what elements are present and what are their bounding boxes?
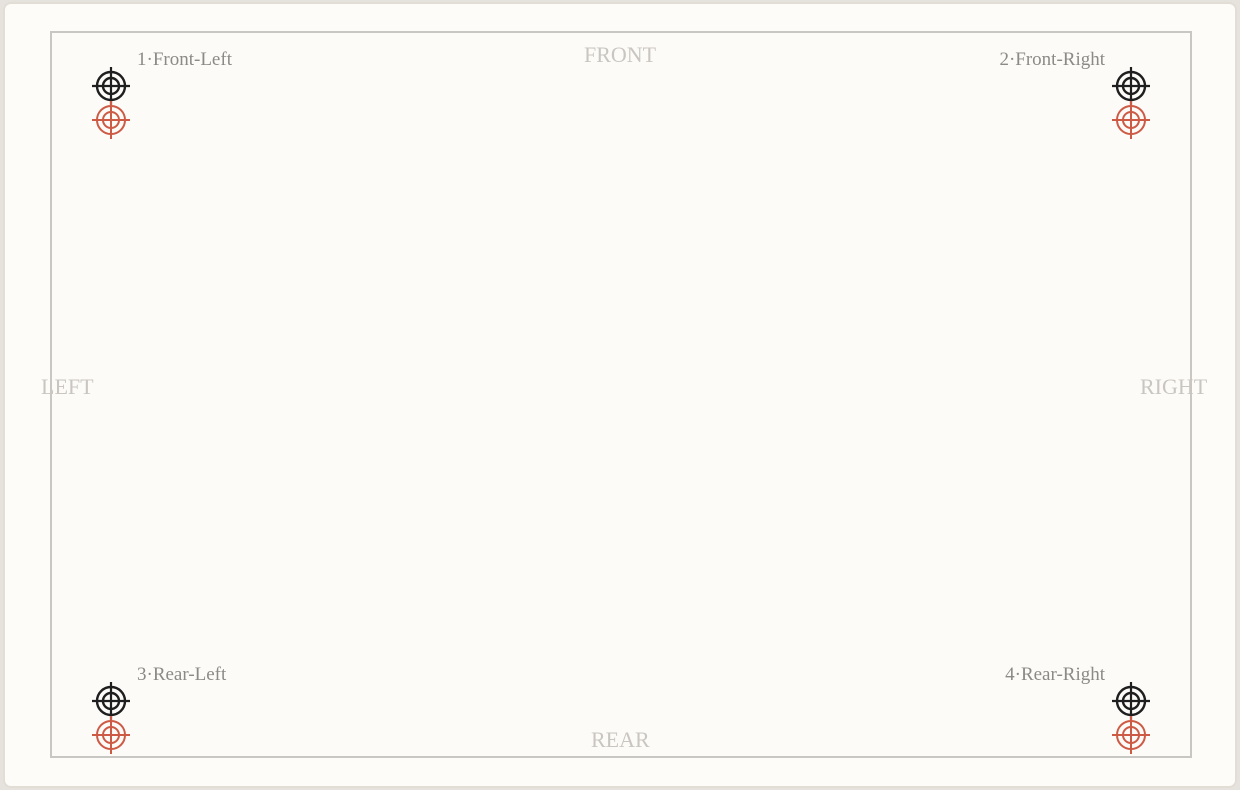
bed-area bbox=[50, 31, 1192, 758]
side-label-left: LEFT bbox=[41, 374, 94, 399]
crosshair-target-icon-svg bbox=[92, 682, 130, 720]
crosshair-target-icon[interactable] bbox=[1111, 715, 1151, 755]
crosshair-target-icon[interactable] bbox=[91, 100, 131, 140]
side-label-rear: REAR bbox=[591, 727, 650, 752]
crosshair-target-icon-svg bbox=[1112, 716, 1150, 754]
crosshair-target-icon-svg bbox=[1112, 67, 1150, 105]
corner-label-front-right: 2·Front-Right bbox=[999, 49, 1105, 70]
crosshair-target-icon[interactable] bbox=[1111, 100, 1151, 140]
crosshair-target-icon[interactable] bbox=[91, 715, 131, 755]
crosshair-target-icon-svg bbox=[1112, 101, 1150, 139]
crosshair-target-icon[interactable] bbox=[91, 66, 131, 106]
corner-label-front-left: 1·Front-Left bbox=[137, 49, 232, 70]
side-label-right: RIGHT bbox=[1140, 374, 1208, 399]
crosshair-target-icon-svg bbox=[92, 716, 130, 754]
crosshair-target-icon[interactable] bbox=[1111, 681, 1151, 721]
side-label-front: FRONT bbox=[584, 42, 657, 67]
crosshair-target-icon-svg bbox=[1112, 682, 1150, 720]
crosshair-target-icon[interactable] bbox=[91, 681, 131, 721]
crosshair-target-icon-svg bbox=[92, 67, 130, 105]
corner-label-rear-right: 4·Rear-Right bbox=[1005, 664, 1105, 685]
crosshair-target-icon[interactable] bbox=[1111, 66, 1151, 106]
crosshair-target-icon-svg bbox=[92, 101, 130, 139]
corner-label-rear-left: 3·Rear-Left bbox=[137, 664, 227, 685]
